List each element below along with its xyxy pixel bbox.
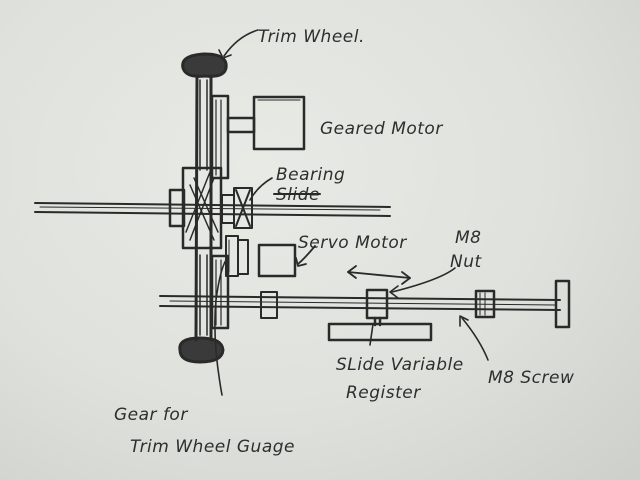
slide-direction-arrow (347, 265, 411, 285)
label-m8: M8 (455, 228, 481, 248)
label-nut: Nut (450, 252, 482, 272)
geared-motor (226, 95, 306, 151)
label-geared-motor: Geared Motor (320, 119, 443, 139)
slide-variable-register (327, 322, 433, 342)
label-trim-wheel-guage: Trim Wheel Guage (130, 437, 295, 457)
drive-gear (210, 94, 230, 330)
label-bearing: Bearing (276, 165, 345, 185)
label-trim-wheel: Trim Wheel. (258, 27, 365, 47)
bearing (221, 187, 253, 229)
label-m8-screw: M8 Screw (488, 368, 574, 388)
gauge-gear (225, 235, 249, 277)
label-register: Register (346, 383, 421, 403)
wheel-hub (168, 166, 223, 250)
m8-screw-shaft (159, 279, 571, 329)
leader-lines (214, 29, 489, 396)
label-slide-variable: SLide Variable (336, 355, 464, 375)
label-servo-motor: Servo Motor (298, 233, 407, 253)
label-gear-for: Gear for (114, 405, 188, 425)
servo-motor (257, 243, 316, 278)
